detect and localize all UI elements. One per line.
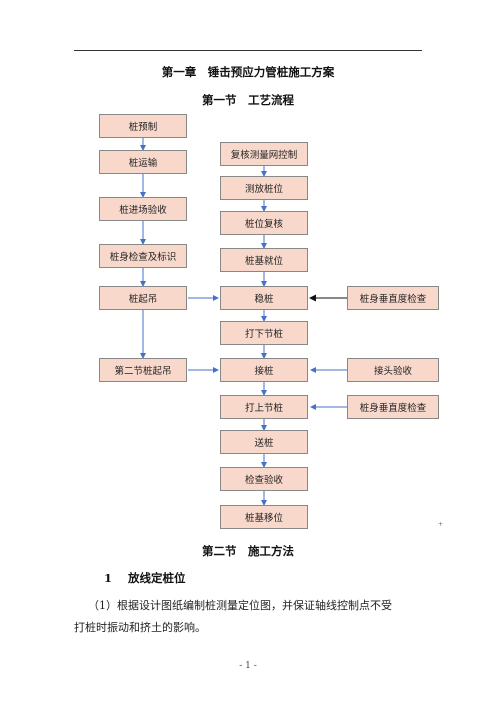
paragraph-line-2: 打桩时振动和挤土的影响。 (74, 621, 206, 634)
flow-box-right-2: 接头验收 (347, 358, 439, 382)
flow-box-center-11: 桩基移位 (220, 505, 308, 529)
heading-number: 1 (104, 571, 113, 585)
flow-box-left-4: 桩身检查及标识 (99, 244, 187, 268)
chapter-title: 第一章 锤击预应力管桩施工方案 (161, 65, 335, 79)
flow-box-center-10: 检查验收 (220, 467, 308, 491)
flow-box-left-3: 桩进场验收 (99, 197, 187, 221)
flow-box-left-6: 第二节桩起吊 (99, 358, 187, 382)
flow-box-center-5: 稳桩 (220, 286, 308, 310)
flow-box-center-3: 桩位复核 (220, 211, 308, 235)
flow-box-right-1: 桩身垂直度检查 (347, 286, 439, 310)
flow-box-center-9: 送桩 (220, 430, 308, 454)
page-number: - 1 - (239, 661, 257, 671)
flow-box-left-1: 桩预制 (99, 114, 187, 138)
heading-text: 放线定桩位 (128, 571, 186, 585)
section2-title: 第二节 施工方法 (202, 544, 294, 558)
flow-box-center-7: 接桩 (220, 358, 308, 382)
flow-box-center-2: 测放桩位 (220, 176, 308, 200)
flow-box-left-5: 桩起吊 (99, 286, 187, 310)
flow-box-center-4: 桩基就位 (220, 248, 308, 272)
section-title: 第一节 工艺流程 (202, 93, 294, 107)
flow-box-left-2: 桩运输 (99, 150, 187, 174)
heading-1: 1 放线定桩位 (104, 570, 186, 586)
flow-box-center-1: 复核测量网控制 (220, 142, 308, 166)
header-rule (74, 50, 422, 51)
flow-box-center-8: 打上节桩 (220, 395, 308, 419)
flow-box-center-6: 打下节桩 (220, 321, 308, 345)
paragraph-line-1: （1）根据设计图纸编制桩测量定位图，并保证轴线控制点不受 (88, 599, 392, 612)
stray-mark: + (438, 521, 444, 528)
flow-box-right-3: 桩身垂直度检查 (347, 395, 439, 419)
